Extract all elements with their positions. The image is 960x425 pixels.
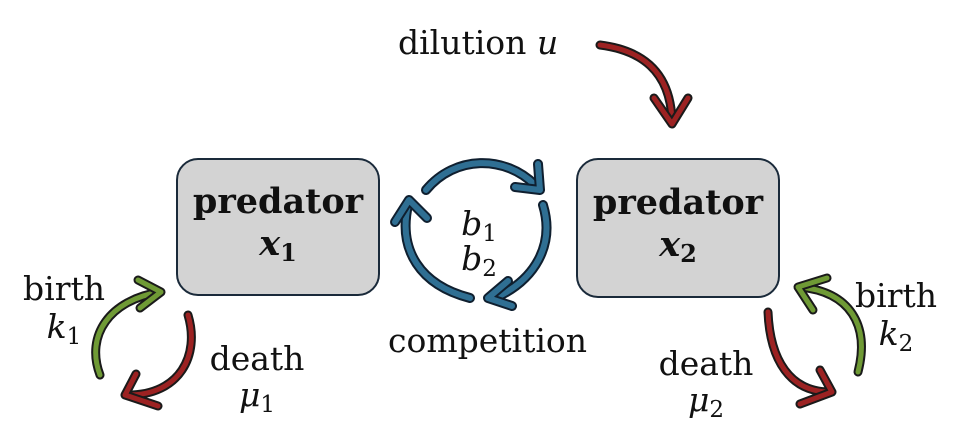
- predator-2-title: predator: [592, 181, 764, 223]
- birth-label-left: birth: [23, 269, 105, 308]
- death-label-right: death: [658, 344, 754, 383]
- k1-sub: 1: [66, 324, 82, 350]
- competition-cycle-icon: [390, 158, 552, 311]
- birth-arrow-left: [91, 275, 166, 380]
- predator-1-variable: x1: [259, 223, 297, 274]
- death-arrow-left: [120, 310, 196, 411]
- predator-1-var: x: [259, 222, 281, 264]
- k2-var: k: [878, 314, 899, 353]
- mu2-var: μ: [687, 380, 710, 419]
- mu1-var: μ: [238, 375, 261, 414]
- predator-1-title: predator: [192, 180, 364, 222]
- death-arrow-right: [763, 307, 837, 409]
- competition-b1: b1: [452, 205, 506, 253]
- predator-2-box: predator x2: [576, 158, 780, 298]
- birth-rate-left: k1: [18, 308, 110, 356]
- dilution-variable: u: [536, 23, 559, 62]
- b1-var: b: [461, 204, 483, 243]
- predator-1-box: predator x1: [176, 158, 380, 296]
- dilution-text: dilution: [398, 23, 527, 62]
- competition-b2: b2: [452, 240, 506, 288]
- predator-2-var: x: [659, 223, 681, 265]
- death-rate-right: μ2: [654, 381, 758, 425]
- k1-var: k: [46, 307, 67, 346]
- dilution-label: dilution u: [398, 24, 558, 62]
- death-label-left: death: [209, 339, 305, 378]
- competition-label: competition: [388, 321, 588, 360]
- birth-arrow-right: [793, 273, 866, 377]
- k2-sub: 2: [898, 331, 914, 357]
- mu1-sub: 1: [260, 392, 276, 418]
- birth-rate-right: k2: [848, 315, 944, 363]
- dilution-arrow: [595, 40, 693, 129]
- birth-label-right: birth: [855, 276, 937, 315]
- mu2-sub: 2: [709, 397, 725, 423]
- b2-var: b: [461, 239, 483, 278]
- death-rate-left: μ1: [205, 376, 309, 424]
- predator-2-variable: x2: [659, 224, 697, 275]
- predator-1-sub: 1: [280, 237, 297, 267]
- predator-2-sub: 2: [680, 238, 697, 268]
- b1-sub: 1: [482, 221, 497, 247]
- b2-sub: 2: [482, 256, 497, 282]
